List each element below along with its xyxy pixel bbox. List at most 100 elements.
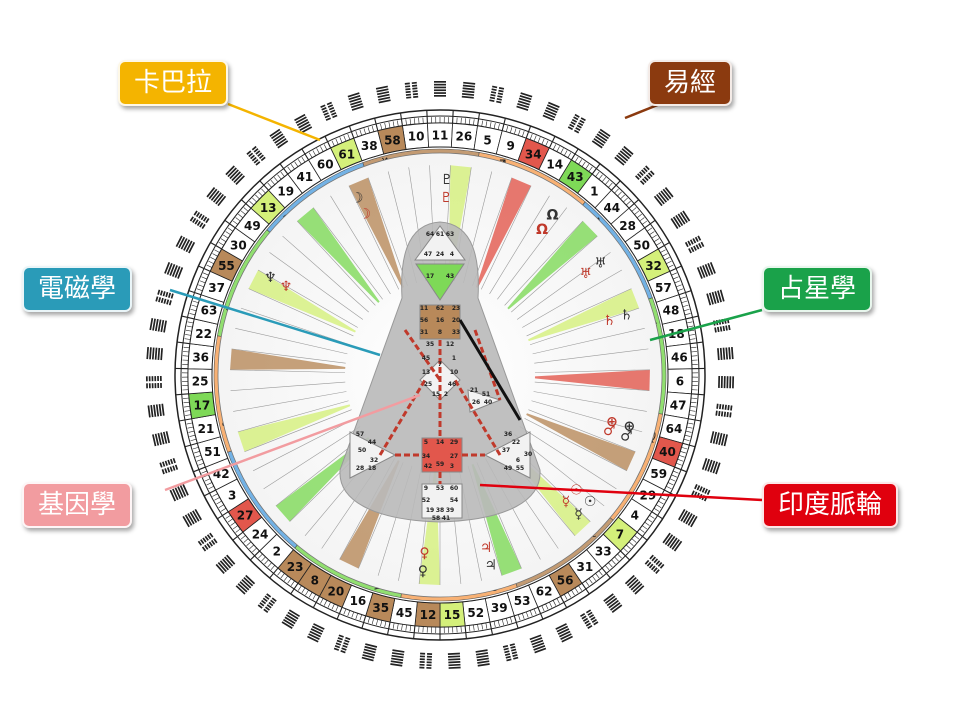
degree-tick [493,122,496,129]
degree-tick [464,118,466,125]
spoke [534,369,650,373]
spoke [235,327,348,355]
degree-tick [473,624,475,631]
hexagram-glyph [257,593,277,613]
degree-tick [388,122,391,129]
planet-glyph: ♂ [603,423,616,439]
degree-tick [399,112,403,126]
degree-tick [190,308,197,312]
degree-tick [184,410,191,412]
degree-tick [290,580,295,586]
degree-tick [259,180,269,191]
gate-number: 30 [230,238,247,252]
degree-tick [690,397,697,399]
gate-number: 12 [420,608,437,622]
activation-wedge [534,369,650,391]
degree-tick [571,589,575,596]
degree-tick [184,442,198,448]
degree-tick [261,556,266,562]
gate-number: 62 [536,585,553,599]
gate-number: 14 [546,158,563,172]
degree-tick [549,601,553,608]
degree-tick [477,112,481,126]
degree-tick [497,620,500,627]
bodygraph-gate: 63 [446,231,454,238]
degree-tick [477,624,479,631]
hexagram-glyph [684,235,705,254]
degree-tick [363,128,367,135]
degree-tick [202,272,209,276]
gate-number: 55 [218,259,235,273]
degree-tick [653,238,660,243]
hexagram-glyph [434,81,446,97]
bodygraph-gate: 46 [448,381,456,388]
degree-tick [380,123,383,130]
bodygraph-gate: 29 [450,439,458,446]
bodygraph-gate: 3 [450,463,454,470]
hexagram-glyph [614,145,634,166]
degree-tick [601,567,611,579]
bodygraph-gate: 8 [438,329,442,336]
degree-tick [208,260,215,265]
gate-number-ring: 1011265934144314428503257481846647644059… [187,122,693,628]
hexagram-glyph [361,643,378,662]
hexagram-glyph [516,92,533,111]
degree-tick [287,578,292,584]
callout-astrology-label: 占星學 [778,274,857,304]
degree-tick [258,553,263,559]
throat-center [419,304,461,340]
gate-number: 58 [384,133,401,147]
planet-glyph: ♇ [440,190,453,206]
hexagram-glyph [390,649,405,667]
bodygraph-gate: 6 [516,457,520,464]
gate-number: 41 [296,170,313,184]
sacral-center [421,437,463,473]
degree-tick [591,575,597,581]
spoke [230,369,346,373]
degree-tick [401,624,403,631]
degree-tick [657,242,670,250]
bodygraph-gate: 36 [504,431,512,438]
callout-chakra: 印度脈輪 [762,482,899,528]
spleen-center [349,431,397,479]
degree-tick [662,253,668,257]
spoke [240,307,351,346]
degree-tick [218,504,225,508]
degree-tick [277,174,282,180]
hexagram-glyph [696,262,716,279]
spoke [533,391,647,412]
degree-tick [371,125,375,132]
hexagram-glyph [404,81,419,99]
gate-number: 5 [483,133,491,147]
planet-glyph: ♅ [594,256,607,272]
gate-number: 46 [671,351,688,365]
degree-tick [667,264,674,268]
callout-electromagnetism-label: 電磁學 [38,274,117,304]
bodygraph-gate: 49 [504,465,512,472]
degree-tick [206,482,213,486]
heart-center [467,389,502,413]
degree-tick [227,227,234,232]
degree-tick [649,231,655,236]
degree-tick [552,144,557,150]
degree-tick [210,257,216,261]
degree-tick [238,213,244,219]
degree-tick [220,238,227,243]
bodygraph-gate: 51 [482,391,490,398]
hexagram-glyph [215,554,236,575]
hexagram-glyph [206,187,227,207]
degree-tick [176,341,191,345]
degree-tick [667,482,674,486]
hexagram-glyph [447,652,461,669]
hexagram-glyph [461,81,476,99]
degree-tick [323,600,328,606]
gate-number: 44 [603,201,620,215]
planet-glyph: ☽ [358,207,371,223]
spoke [348,185,400,290]
degree-tick [249,544,255,550]
degree-tick [481,623,483,630]
degree-tick [634,210,640,215]
spoke [230,381,346,391]
degree-tick [628,541,634,546]
